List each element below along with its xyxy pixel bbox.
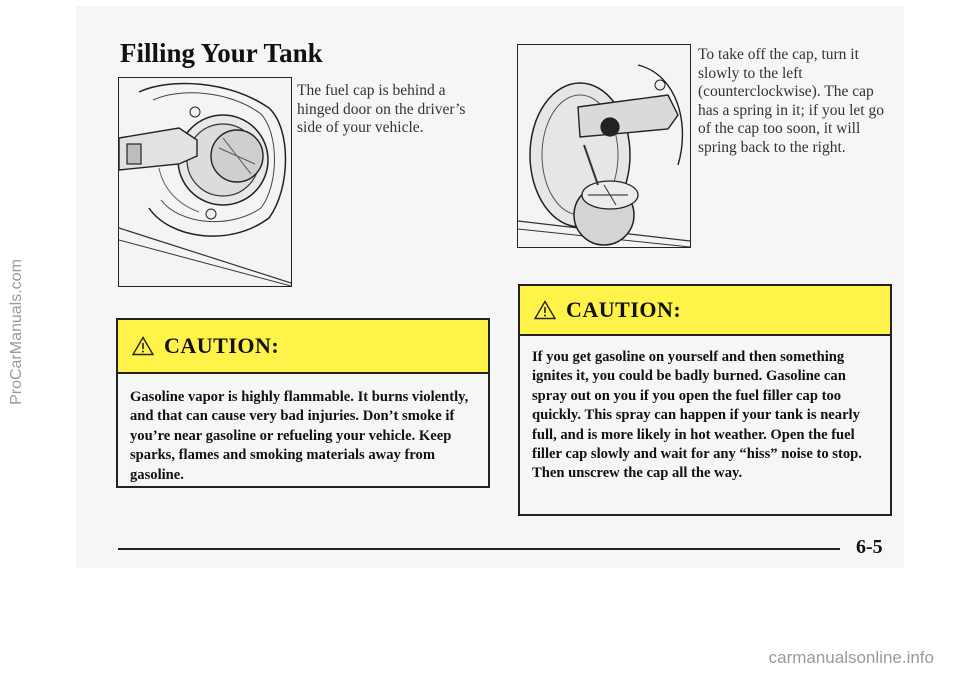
cap-removal-drawing [518, 64, 690, 247]
fuel-cap-location-text: The fuel cap is behind a hinged door on … [297, 82, 466, 136]
page-number: 6-5 [856, 536, 883, 558]
caution-text: If you get gasoline on yourself and then… [532, 349, 862, 482]
caution-heading: CAUTION: [566, 297, 682, 322]
caution-header: CAUTION: [520, 286, 890, 336]
caution-header: CAUTION: [118, 320, 488, 374]
fuel-door-illustration [118, 77, 292, 287]
fuel-door-drawing [119, 82, 291, 286]
warning-triangle-icon [132, 336, 154, 356]
footer-rule [118, 548, 840, 550]
bottom-watermark: carmanualsonline.info [768, 648, 934, 667]
gasoline-spray-caution-box: CAUTION: If you get gasoline on yourself… [518, 284, 892, 516]
section-title: Filling Your Tank [120, 38, 323, 68]
warning-triangle-icon [534, 300, 556, 320]
cap-removal-text: To take off the cap, turn it slowly to t… [698, 46, 884, 156]
side-watermark: ProCarManuals.com [8, 259, 25, 405]
caution-text: Gasoline vapor is highly flammable. It b… [130, 389, 469, 483]
gasoline-vapor-caution-box: CAUTION: Gasoline vapor is highly flamma… [116, 318, 490, 488]
caution-heading: CAUTION: [164, 333, 280, 358]
cap-removal-illustration [517, 44, 691, 248]
